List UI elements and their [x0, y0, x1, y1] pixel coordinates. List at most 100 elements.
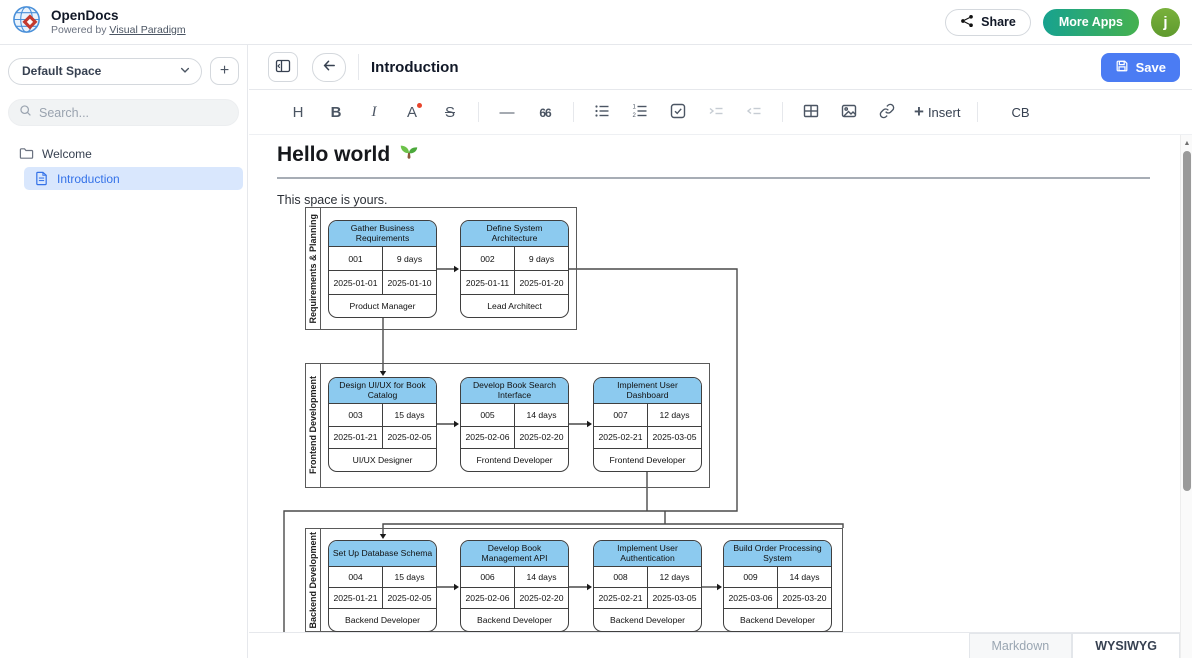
share-button[interactable]: Share — [945, 8, 1031, 36]
bold-icon: B — [330, 103, 342, 121]
task-id: 008 — [594, 567, 648, 587]
doc-header: Introduction Save — [249, 45, 1192, 90]
table-button[interactable] — [792, 96, 830, 128]
blockquote-button[interactable]: 66 — [526, 96, 564, 128]
back-button[interactable] — [312, 52, 346, 82]
image-button[interactable] — [830, 96, 868, 128]
strikethrough-button[interactable]: S — [431, 96, 469, 128]
blockquote-icon: 66 — [539, 105, 551, 120]
opendocs-logo — [12, 4, 43, 40]
app-subtitle: Powered by Visual Paradigm — [51, 23, 186, 36]
task-start: 2025-01-21 — [329, 588, 383, 608]
more-apps-button[interactable]: More Apps — [1042, 8, 1139, 36]
panel-toggle-icon — [275, 58, 291, 77]
task-list-button[interactable] — [659, 96, 697, 128]
lane-label: Backend Development — [308, 531, 318, 629]
editor-content[interactable]: Hello world This space is yours. — [249, 135, 1180, 632]
task-duration: 14 days — [789, 572, 820, 582]
arrow-left-icon — [322, 58, 337, 76]
task-resource: Lead Architect — [487, 301, 542, 311]
link-button[interactable] — [868, 96, 906, 128]
task-title: Develop Book Management API — [461, 541, 568, 567]
font-color-button[interactable]: A — [393, 96, 431, 128]
task-duration: 9 days — [396, 253, 423, 264]
vertical-scrollbar[interactable]: ▲ ▼ — [1180, 135, 1192, 658]
code-block-button[interactable]: CB — [1003, 96, 1037, 128]
insert-button[interactable]: +Insert — [906, 96, 968, 128]
task-duration: 15 days — [394, 572, 425, 582]
bold-button[interactable]: B — [317, 96, 355, 128]
mode-tab-markdown[interactable]: Markdown — [968, 633, 1073, 658]
lane-backend-development: Backend Development — [305, 528, 843, 632]
app-title: OpenDocs — [51, 8, 119, 24]
outdent-icon — [746, 103, 762, 122]
app-header: OpenDocs Powered by Visual Paradigm Shar… — [0, 0, 1192, 45]
share-icon — [960, 14, 974, 31]
mode-tab-wysiwyg[interactable]: WYSIWYG — [1072, 633, 1180, 658]
heading-button[interactable]: H — [279, 96, 317, 128]
italic-icon: I — [371, 103, 377, 120]
task-id: 003 — [329, 404, 383, 426]
insert-icon: + — [914, 102, 924, 121]
toolbar-divider — [977, 102, 979, 122]
task-duration: 14 days — [526, 572, 557, 582]
task-start: 2025-01-21 — [329, 426, 383, 448]
avatar[interactable]: j — [1151, 7, 1180, 37]
search-input[interactable] — [39, 105, 228, 120]
inline-code-button[interactable] — [987, 96, 1003, 128]
doc-paragraph: This space is yours. — [277, 193, 388, 207]
task-title: Develop Book Search Interface — [461, 378, 568, 404]
task-end: 2025-02-05 — [387, 432, 432, 443]
space-selector[interactable]: Default Space — [8, 57, 202, 85]
sidebar-item-introduction[interactable]: Introduction — [24, 167, 243, 190]
save-icon — [1115, 59, 1129, 76]
lane-label: Frontend Development — [308, 376, 318, 475]
task-duration: 15 days — [394, 409, 425, 420]
task-duration: 12 days — [659, 409, 690, 420]
visual-paradigm-link[interactable]: Visual Paradigm — [109, 23, 186, 36]
task-resource: Frontend Developer — [609, 455, 686, 465]
task-duration: 9 days — [528, 253, 555, 264]
font-color-icon: A — [407, 102, 422, 121]
horizontal-rule-button[interactable]: — — [488, 96, 526, 128]
bullet-list-button[interactable] — [583, 96, 621, 128]
strikethrough-icon: S — [444, 103, 455, 121]
toggle-sidebar-button[interactable] — [268, 52, 298, 82]
task-title: Build Order Processing System — [724, 541, 831, 567]
task-id: 007 — [594, 404, 648, 426]
task-duration: 14 days — [526, 409, 557, 420]
save-button[interactable]: Save — [1100, 52, 1180, 82]
scrollbar-thumb[interactable] — [1183, 151, 1191, 491]
task-start: 2025-02-06 — [461, 588, 515, 608]
task-id: 006 — [461, 567, 515, 587]
chevron-down-icon — [179, 64, 191, 79]
add-page-button[interactable]: + — [210, 57, 239, 85]
italic-button[interactable]: I — [355, 96, 393, 128]
indent-icon — [708, 103, 724, 122]
task-start: 2025-02-21 — [594, 588, 648, 608]
task-id: 009 — [724, 567, 778, 587]
task-end: 2025-03-05 — [652, 432, 697, 443]
task-resource: Backend Developer — [476, 615, 552, 625]
sidebar-item-welcome[interactable]: Welcome — [0, 142, 247, 165]
search-box[interactable] — [8, 99, 239, 126]
horizontal-rule-icon: — — [499, 103, 515, 121]
toolbar-divider — [573, 102, 574, 122]
task-list-icon — [670, 103, 686, 122]
outdent-button — [735, 96, 773, 128]
lane-label: Requirements & Planning — [308, 213, 318, 324]
task-start: 2025-01-01 — [329, 271, 383, 294]
task-resource: Backend Developer — [344, 615, 420, 625]
task-title: Design UI/UX for Book Catalog — [329, 378, 436, 404]
task-start: 2025-02-21 — [594, 426, 648, 448]
scroll-up-icon[interactable]: ▲ — [1183, 139, 1191, 147]
